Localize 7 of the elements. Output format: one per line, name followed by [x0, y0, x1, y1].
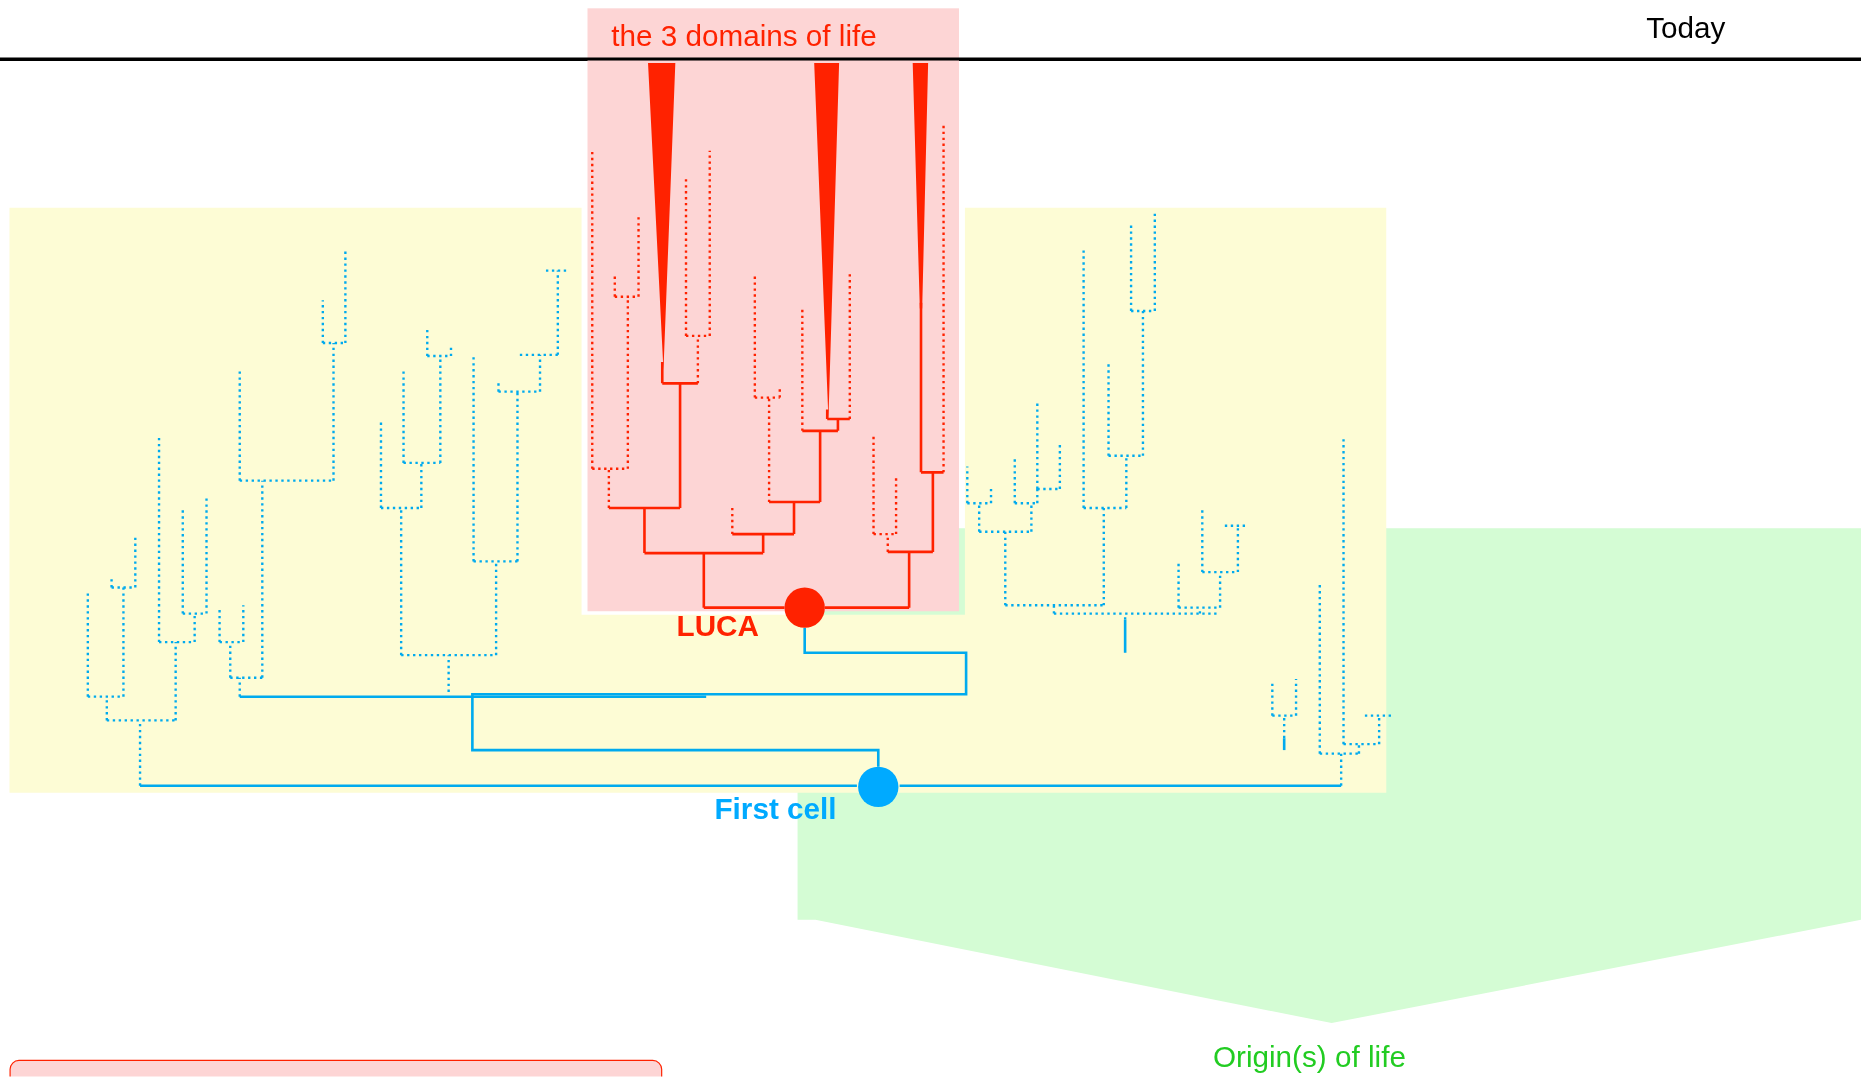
node-label: First cell — [714, 791, 837, 827]
title-band — [587, 8, 959, 60]
tree-branch-line — [471, 627, 968, 767]
node-label: LUCA — [676, 608, 759, 644]
band-title: the 3 domains of life — [610, 18, 878, 54]
timeline-label: Today — [1646, 10, 1726, 46]
region-label: Origin(s) of life — [1212, 1039, 1406, 1075]
